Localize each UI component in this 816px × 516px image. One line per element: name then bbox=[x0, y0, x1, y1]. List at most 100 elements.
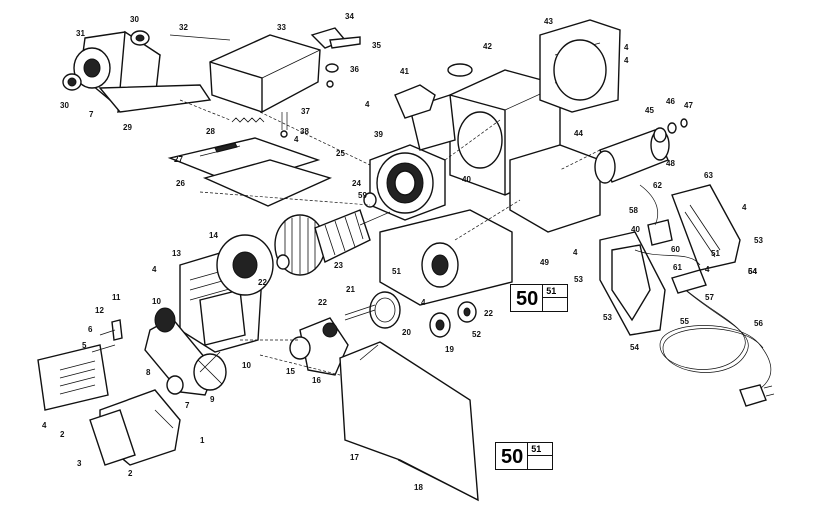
callout-22: 22 bbox=[484, 309, 493, 318]
callout-30: 30 bbox=[130, 15, 139, 24]
callout-4: 4 bbox=[152, 265, 157, 274]
callout-29: 29 bbox=[123, 123, 132, 132]
part-switch-box-cover bbox=[209, 34, 321, 113]
part-platen-drum bbox=[379, 209, 513, 306]
callout-4: 4 bbox=[42, 421, 47, 430]
reference-box-platen: 50 51 bbox=[510, 284, 569, 312]
callout-53: 53 bbox=[603, 313, 612, 322]
callout-60: 60 bbox=[671, 245, 680, 254]
callout-40: 40 bbox=[631, 225, 640, 234]
callout-22: 22 bbox=[258, 278, 267, 287]
callout-46: 46 bbox=[666, 97, 675, 106]
part-side-handle bbox=[599, 231, 666, 336]
callout-10: 10 bbox=[242, 361, 251, 370]
callout-59: 59 bbox=[358, 191, 367, 200]
part-fan-housing bbox=[179, 234, 274, 353]
callout-25: 25 bbox=[336, 149, 345, 158]
callout-40: 40 bbox=[462, 175, 471, 184]
part-idler-roller bbox=[344, 291, 477, 338]
callout-3: 3 bbox=[77, 459, 82, 468]
callout-4: 4 bbox=[624, 43, 629, 52]
part-bearing-45-47 bbox=[653, 118, 688, 143]
part-front-housing bbox=[89, 389, 181, 466]
callout-64: 64 bbox=[748, 267, 757, 276]
callout-17: 17 bbox=[350, 453, 359, 462]
callout-16: 16 bbox=[312, 376, 321, 385]
callout-42: 42 bbox=[483, 42, 492, 51]
callout-22: 22 bbox=[318, 298, 327, 307]
callout-14: 14 bbox=[209, 231, 218, 240]
callout-49: 49 bbox=[540, 258, 549, 267]
part-drive-belt bbox=[144, 307, 227, 396]
callout-24: 24 bbox=[352, 179, 361, 188]
callout-7: 7 bbox=[185, 401, 190, 410]
callout-28: 28 bbox=[206, 127, 215, 136]
callout-4: 4 bbox=[624, 56, 629, 65]
callout-58: 58 bbox=[629, 206, 638, 215]
callout-23: 23 bbox=[334, 261, 343, 270]
part-filter-plate bbox=[37, 344, 109, 411]
callout-1: 1 bbox=[200, 436, 205, 445]
part-motor-end-cap bbox=[62, 30, 231, 113]
reference-box-main: 50 bbox=[516, 288, 539, 310]
callout-4: 4 bbox=[573, 248, 578, 257]
callout-63: 63 bbox=[704, 171, 713, 180]
callout-53: 53 bbox=[574, 275, 583, 284]
callout-34: 34 bbox=[345, 12, 354, 21]
callout-15: 15 bbox=[286, 367, 295, 376]
callout-56: 56 bbox=[754, 319, 763, 328]
callout-13: 13 bbox=[172, 249, 181, 258]
callout-9: 9 bbox=[210, 395, 215, 404]
part-dust-bag bbox=[339, 341, 479, 502]
callout-45: 45 bbox=[645, 106, 654, 115]
part-pulley bbox=[289, 317, 349, 376]
callout-54: 54 bbox=[630, 343, 639, 352]
callout-4: 4 bbox=[365, 100, 370, 109]
callout-53: 53 bbox=[754, 236, 763, 245]
callout-labels: 1223444444444456778910101112131415161718… bbox=[42, 12, 763, 492]
part-spring-screw bbox=[231, 112, 288, 138]
callout-44: 44 bbox=[574, 129, 583, 138]
callout-54: 54 bbox=[748, 267, 757, 276]
callout-8: 8 bbox=[146, 368, 151, 377]
part-switch-wiring bbox=[634, 184, 701, 266]
callout-5: 5 bbox=[82, 341, 87, 350]
callout-51: 51 bbox=[392, 267, 401, 276]
part-armature bbox=[274, 209, 391, 276]
callout-18: 18 bbox=[414, 483, 423, 492]
callout-20: 20 bbox=[402, 328, 411, 337]
part-switch-plate bbox=[167, 137, 332, 207]
callout-27: 27 bbox=[174, 155, 183, 164]
callout-32: 32 bbox=[179, 23, 188, 32]
reference-box-main: 50 bbox=[501, 446, 524, 468]
part-power-cord bbox=[659, 269, 775, 407]
callout-2: 2 bbox=[60, 430, 65, 439]
callout-47: 47 bbox=[684, 101, 693, 110]
callout-52: 52 bbox=[472, 330, 481, 339]
part-fastener-group bbox=[91, 319, 123, 353]
callout-51: 51 bbox=[711, 249, 720, 258]
callout-41: 41 bbox=[400, 67, 409, 76]
callout-7: 7 bbox=[89, 110, 94, 119]
callout-48: 48 bbox=[666, 159, 675, 168]
part-rear-handle bbox=[671, 184, 741, 271]
callout-36: 36 bbox=[350, 65, 359, 74]
callout-62: 62 bbox=[653, 181, 662, 190]
part-bracket-small bbox=[310, 27, 361, 88]
part-main-housing bbox=[409, 19, 621, 233]
callout-31: 31 bbox=[76, 29, 85, 38]
callout-35: 35 bbox=[372, 41, 381, 50]
callout-19: 19 bbox=[445, 345, 454, 354]
callout-30: 30 bbox=[60, 101, 69, 110]
callout-4: 4 bbox=[294, 135, 299, 144]
callout-55: 55 bbox=[680, 317, 689, 326]
reference-box-bag: 50 51 bbox=[495, 442, 554, 470]
callout-4: 4 bbox=[705, 265, 710, 274]
callout-61: 61 bbox=[673, 263, 682, 272]
callout-26: 26 bbox=[176, 179, 185, 188]
callout-39: 39 bbox=[374, 130, 383, 139]
part-handle-bracket bbox=[394, 63, 473, 119]
callout-12: 12 bbox=[95, 306, 104, 315]
callout-4: 4 bbox=[742, 203, 747, 212]
